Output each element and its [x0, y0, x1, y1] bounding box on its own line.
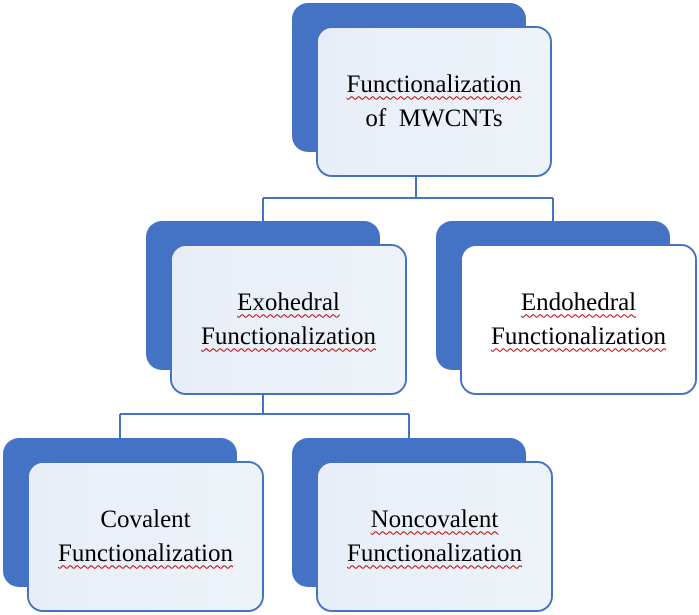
covalent-node-label-line2: Functionalization — [58, 539, 233, 567]
covalent-node: Covalent Functionalization — [27, 461, 264, 612]
root-node-title-line2: of MWCNTs — [365, 104, 503, 132]
root-node-title-line1: Functionalization — [346, 70, 522, 98]
root-node: Functionalization of MWCNTs — [316, 26, 552, 177]
noncovalent-node-label-line2: Functionalization — [347, 539, 522, 567]
endohedral-node: Endohedral Functionalization — [460, 244, 697, 395]
noncovalent-node-label-line1: Noncovalent — [370, 505, 499, 533]
exohedral-node: Exohedral Functionalization — [170, 244, 407, 395]
endohedral-node-label-line2: Functionalization — [491, 322, 666, 350]
exohedral-node-label-line2: Functionalization — [201, 322, 376, 350]
noncovalent-node: Noncovalent Functionalization — [316, 461, 553, 612]
endohedral-node-label-line1: Endohedral — [520, 288, 637, 316]
exohedral-node-label-line1: Exohedral — [237, 288, 340, 316]
covalent-node-label-line1: Covalent — [100, 505, 191, 533]
